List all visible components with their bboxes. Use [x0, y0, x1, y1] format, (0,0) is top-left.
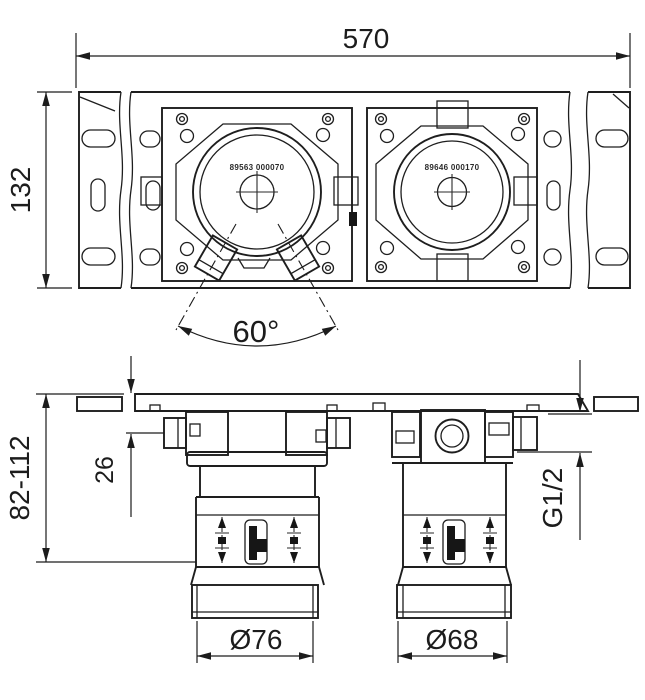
dimension-dia68: Ø68	[397, 621, 508, 663]
right-body-internals	[420, 517, 497, 565]
dim-570-label: 570	[343, 23, 390, 54]
g12-outlet-nub	[512, 416, 538, 451]
dimension-60deg: 60°	[175, 223, 339, 349]
dimension-82-112: 82-112	[4, 393, 196, 563]
right-valve-code: 89646 000170	[425, 163, 480, 172]
dimension-g12: G1/2	[517, 360, 592, 540]
right-outlet-nub	[326, 417, 351, 449]
right-valve: 89646 000170	[366, 100, 538, 282]
side-view: 82-112 26 G1/2 Ø76 Ø6	[4, 356, 639, 663]
left-valve: 89563 000070	[140, 107, 359, 282]
front-view: 570 132	[5, 23, 631, 349]
rail-clip-mark	[349, 212, 357, 226]
dim-132-label: 132	[5, 167, 36, 214]
left-valve-code: 89563 000070	[230, 163, 285, 172]
rail-edge	[76, 393, 639, 412]
dim-82-112-label: 82-112	[4, 435, 35, 520]
dimension-132: 132	[5, 91, 72, 289]
angle-60-label: 60°	[233, 314, 280, 349]
center-boss	[434, 418, 470, 454]
mounting-rail	[78, 91, 631, 289]
dimension-570: 570	[75, 23, 631, 88]
left-body-internals	[215, 517, 301, 565]
left-valve-body	[149, 404, 351, 619]
dimension-dia76: Ø76	[196, 621, 314, 663]
left-outlet-nub	[163, 417, 187, 449]
dia-76-label: Ø76	[230, 624, 283, 655]
screws-left-valve	[175, 112, 335, 275]
right-valve-body	[372, 402, 540, 619]
dimension-26: 26	[91, 356, 164, 517]
screws-right-valve	[374, 112, 531, 274]
thread-g12-label: G1/2	[537, 468, 568, 529]
dia-68-label: Ø68	[426, 624, 479, 655]
dim-26-label: 26	[91, 456, 119, 484]
